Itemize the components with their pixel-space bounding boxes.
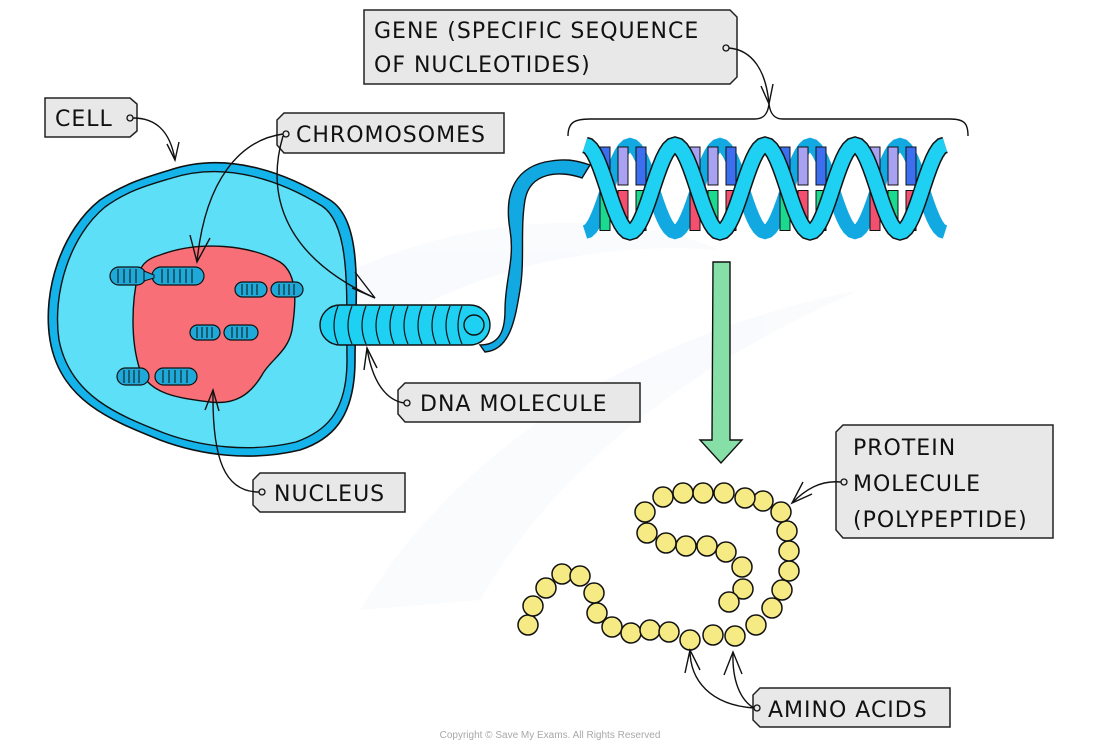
amino-acid xyxy=(675,535,697,557)
label-amino-acids-text: AMINO ACIDS xyxy=(768,698,928,723)
amino-acid xyxy=(620,622,642,644)
chromosome-1 xyxy=(109,266,205,286)
label-gene: GENE (SPECIFIC SEQUENCE OF NUCLEOTIDES) xyxy=(363,9,774,107)
dna-double-helix xyxy=(582,136,948,241)
amino-acid xyxy=(770,501,792,523)
chromosome-4 xyxy=(116,367,198,386)
base-top xyxy=(797,146,809,186)
label-gene-text-1: GENE (SPECIFIC SEQUENCE xyxy=(374,19,699,44)
label-nucleus: NUCLEUS xyxy=(204,387,406,513)
cell xyxy=(47,162,358,457)
amino-acid xyxy=(652,486,674,508)
amino-acid xyxy=(731,556,753,578)
amino-acid xyxy=(776,520,798,542)
label-protein-text-3: (POLYPEPTIDE) xyxy=(853,508,1028,533)
label-nucleus-text: NUCLEUS xyxy=(274,482,385,507)
amino-acid xyxy=(569,565,591,587)
amino-acid xyxy=(702,624,724,646)
base-top xyxy=(617,146,629,186)
watermark xyxy=(300,222,860,610)
amino-acid xyxy=(658,621,680,643)
amino-acid xyxy=(517,614,539,636)
amino-acid xyxy=(713,482,735,504)
label-cell: CELL xyxy=(44,97,180,163)
label-dna-molecule: DNA MOLECULE xyxy=(363,345,641,423)
label-dna-molecule-text: DNA MOLECULE xyxy=(420,392,608,417)
amino-acid xyxy=(718,591,740,613)
coiled-dna xyxy=(319,159,592,353)
base-top xyxy=(725,146,737,186)
base-top xyxy=(887,146,899,186)
chromosome-3 xyxy=(189,324,259,341)
amino-acid xyxy=(639,619,661,641)
amino-acid xyxy=(771,579,793,601)
label-chromosomes-text: CHROMOSOMES xyxy=(296,123,486,148)
amino-acid xyxy=(551,563,573,585)
amino-acid xyxy=(634,501,656,523)
amino-acid xyxy=(672,482,694,504)
base-top xyxy=(905,146,917,186)
amino-acid xyxy=(522,595,544,617)
amino-acid xyxy=(535,577,557,599)
base-top xyxy=(815,146,827,186)
dna-ribbon-tail xyxy=(478,159,592,353)
gene-brace xyxy=(567,103,969,137)
base-top xyxy=(635,146,647,186)
amino-acid xyxy=(745,614,767,636)
amino-acid xyxy=(679,629,701,651)
amino-acid xyxy=(778,560,800,582)
label-protein-text-2: MOLECULE xyxy=(853,472,981,497)
amino-acid xyxy=(715,541,737,563)
amino-acid xyxy=(601,616,623,638)
amino-acid xyxy=(752,490,774,512)
protein-chain xyxy=(517,482,800,651)
copyright-notice: Copyright © Save My Exams. All Rights Re… xyxy=(439,730,661,741)
amino-acid xyxy=(636,522,658,544)
amino-acid xyxy=(655,532,677,554)
amino-acid xyxy=(778,540,800,562)
label-cell-text: CELL xyxy=(55,107,113,132)
amino-acid xyxy=(724,625,746,647)
amino-acid xyxy=(734,487,756,509)
amino-acid xyxy=(583,582,605,604)
label-protein-molecule: PROTEIN MOLECULE (POLYPEPTIDE) xyxy=(790,424,1054,539)
label-chromosomes: CHROMOSOMES xyxy=(189,112,505,299)
transcription-translation-arrow xyxy=(698,261,744,465)
chromosome-2 xyxy=(234,281,304,298)
amino-acid xyxy=(692,482,714,504)
label-gene-text-2: OF NUCLEOTIDES) xyxy=(374,53,591,78)
amino-acid xyxy=(761,597,783,619)
label-protein-text-1: PROTEIN xyxy=(853,436,956,461)
base-top xyxy=(707,146,719,186)
amino-acid xyxy=(586,602,608,624)
amino-acid xyxy=(696,535,718,557)
label-amino-acids: AMINO ACIDS xyxy=(684,647,951,728)
dna-front-strand xyxy=(582,137,948,240)
amino-acid xyxy=(732,578,754,600)
